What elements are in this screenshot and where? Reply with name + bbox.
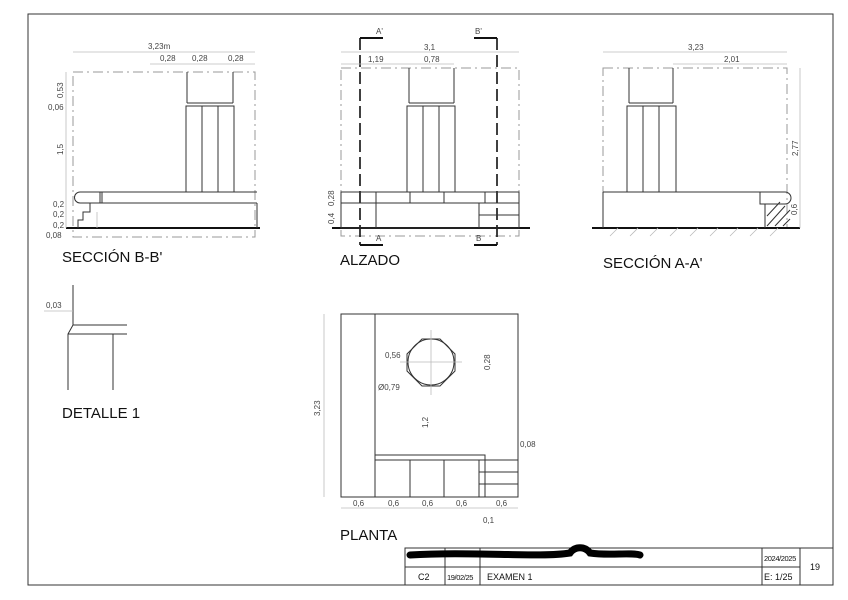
dim-h-s3: 0,2 [53,221,65,230]
dim-dist: 1,2 [421,416,430,428]
dim-total-width: 3,23 [688,43,704,52]
envelope-outline [72,71,256,238]
dim-h-s1: 0,2 [53,200,65,209]
dim-b4: 0,6 [456,499,468,508]
column [185,72,235,193]
platform [74,191,258,228]
view-title: SECCIÓN B-B' [62,249,163,266]
dim-diameter: Ø0,79 [378,383,400,392]
view-title: DETALLE 1 [62,405,140,422]
cut-label-b-top: B' [475,27,482,36]
cut-label-b-bottom: B [476,234,481,243]
course: C2 [418,572,430,582]
hatch [766,201,791,227]
dim-h-top: 0,53 [56,82,65,98]
scale: E: 1/25 [764,572,793,582]
dim-total-width: 3,23m [148,42,171,51]
view-seccion-bb: 3,23m 0,28 0,28 0,28 0,53 0,06 1,5 0,2 0… [46,42,260,266]
view-title: SECCIÓN A-A' [603,255,703,272]
dim-step-gap: 0,08 [520,440,536,449]
dim-b3: 0,6 [422,499,434,508]
exam-name: EXAMEN 1 [487,572,533,582]
cut-arrows [360,37,497,246]
view-alzado: A' B' A B 3,1 1,19 0,78 0,28 0,4 ALZADO [327,27,530,269]
dim-w1: 0,28 [160,54,176,63]
date: 19/02/25 [447,573,473,582]
cut-label-a-top: A' [376,27,383,36]
steps [374,454,518,498]
dim-h-cap: 0,06 [48,103,64,112]
view-title: PLANTA [340,527,397,544]
dim-b5: 0,6 [496,499,508,508]
dim-total-width: 3,1 [424,43,436,52]
dim-b1: 0,6 [353,499,365,508]
dim-h-col: 1,5 [56,143,65,155]
view-detalle-1: 0,03 DETALLE 1 [44,285,140,422]
cut-lines [359,38,498,245]
outline [340,313,519,498]
cut-label-a-bottom: A [376,234,382,243]
dim-col-side: 0,56 [385,351,401,360]
view-title: ALZADO [340,252,400,269]
dim-gap: 0,1 [483,516,495,525]
view-seccion-aa: 3,23 2,01 2,77 0,6 SECCIÓN A-A' [592,43,801,272]
dim-depth: 3,23 [313,400,322,416]
dim-h-s2: 0,2 [53,210,65,219]
redacted-scribble [406,544,644,559]
dim-left: 1,19 [368,55,384,64]
sheet-number: 19 [810,562,820,572]
dim-h-base: 0,6 [790,203,799,215]
dim-w2: 0,28 [192,54,208,63]
view-planta: 3,23 0,56 Ø0,79 0,28 1,2 0,08 0,6 0,6 0,… [313,313,536,544]
dim-offset: 0,03 [46,301,62,310]
title-block: C2 19/02/25 EXAMEN 1 2024/2025 E: 1/25 1… [404,544,834,586]
column [406,68,456,193]
dim-h-base: 0,08 [46,231,62,240]
dim-col: 0,78 [424,55,440,64]
envelope-outline [340,67,520,237]
dim-h-lower: 0,4 [327,212,336,224]
academic-year: 2024/2025 [764,554,796,563]
ground-hatch [609,227,779,237]
dim-h-upper: 0,28 [327,190,336,206]
dim-right: 2,01 [724,55,740,64]
dim-b2: 0,6 [388,499,400,508]
dim-col-h: 0,28 [483,354,492,370]
base [602,191,792,228]
base [340,191,520,229]
envelope-outline [602,67,788,229]
column [626,68,677,193]
dim-w3: 0,28 [228,54,244,63]
dim-height: 2,77 [791,140,800,156]
